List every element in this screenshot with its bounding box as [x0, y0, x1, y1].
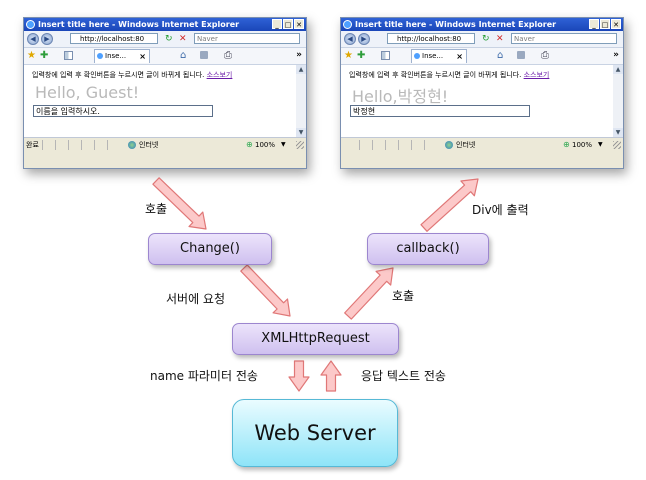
tab-page-icon [97, 53, 103, 59]
web-server-box: Web Server [232, 399, 398, 467]
arrow-xhr-to-callback [344, 267, 394, 320]
xmlhttprequest-box: XMLHttpRequest [232, 323, 399, 355]
arrow-callback-to-window [420, 178, 479, 232]
ie-logo-icon [343, 20, 352, 29]
title-bar: Insert title here - Windows Internet Exp… [24, 18, 306, 31]
favorites-star-icon[interactable]: ★ [344, 50, 353, 61]
resize-grip-icon[interactable] [613, 141, 621, 149]
search-input[interactable]: Naver [194, 33, 300, 44]
call-label-1: 호출 [145, 202, 168, 216]
ie-logo-icon [26, 20, 35, 29]
address-bar: ◀ ▶ http://localhost:80 ↻ ✕ Naver [24, 31, 306, 48]
zone-text: 인터넷 [139, 141, 159, 149]
source-link[interactable]: 소스보기 [523, 71, 550, 79]
zoom-dropdown-icon[interactable]: ▼ [281, 141, 286, 148]
favorites-bar: ★ ✚ Inse... × ⌂ ⎙ » [341, 48, 623, 65]
response-text-label: 응답 텍스트 전송 [361, 369, 446, 383]
name-input[interactable]: 이름을 입력하시오. [33, 105, 213, 117]
add-favorite-icon[interactable]: ✚ [40, 50, 49, 61]
output-label: Div에 출력 [472, 203, 529, 217]
arrow-server-to-xhr [320, 360, 342, 392]
maximize-button[interactable]: □ [283, 19, 293, 29]
stop-icon[interactable]: ✕ [179, 34, 187, 44]
tab-label: Inse... [422, 52, 444, 60]
description-text: 입력창에 입력 후 확인버튼을 누르시면 글이 바뀌게 됩니다. 소스보기 [349, 71, 550, 79]
zoom-text[interactable]: 100% [572, 141, 593, 149]
greeting-text: Hello, Guest! [35, 83, 140, 102]
scroll-up-button[interactable]: ▲ [296, 65, 306, 74]
minimize-button[interactable]: _ [272, 19, 282, 29]
source-link[interactable]: 소스보기 [206, 71, 233, 79]
request-label: 서버에 요청 [166, 292, 226, 306]
description-text: 입력창에 입력 후 확인버튼을 누르시면 글이 바뀌게 됩니다. 소스보기 [32, 71, 233, 79]
resize-grip-icon[interactable] [296, 141, 304, 149]
name-input[interactable]: 박정현 [350, 105, 530, 117]
add-favorite-icon[interactable]: ✚ [357, 50, 366, 61]
favorites-star-icon[interactable]: ★ [27, 50, 36, 61]
page-content: 입력창에 입력 후 확인버튼을 누르시면 글이 바뀌게 됩니다. 소스보기 He… [24, 65, 306, 137]
status-bar: 완료 인터넷 ⊕ 100% ▼ [24, 137, 306, 153]
callback-function-box: callback() [367, 233, 489, 265]
window-title: Insert title here - Windows Internet Exp… [38, 20, 240, 29]
home-icon[interactable]: ⌂ [180, 50, 187, 61]
tab-label: Inse... [105, 52, 127, 60]
tab-page-icon [414, 53, 420, 59]
scroll-down-button[interactable]: ▼ [296, 128, 306, 137]
forward-icon[interactable]: ▶ [358, 33, 370, 45]
print-icon[interactable]: ⎙ [541, 50, 549, 61]
zoom-dropdown-icon[interactable]: ▼ [598, 141, 603, 148]
home-icon[interactable]: ⌂ [497, 50, 504, 61]
print-icon[interactable]: ⎙ [224, 50, 232, 61]
zoom-icon[interactable]: ⊕ [246, 140, 253, 149]
back-icon[interactable]: ◀ [27, 33, 39, 45]
scroll-up-button[interactable]: ▲ [613, 65, 623, 74]
window-title: Insert title here - Windows Internet Exp… [355, 20, 557, 29]
back-icon[interactable]: ◀ [344, 33, 356, 45]
scroll-down-button[interactable]: ▼ [613, 128, 623, 137]
quick-tabs-icon[interactable] [64, 51, 73, 60]
refresh-icon[interactable]: ↻ [482, 34, 490, 44]
feed-icon[interactable] [200, 51, 208, 59]
arrow-change-to-xhr [240, 264, 291, 317]
forward-icon[interactable]: ▶ [41, 33, 53, 45]
more-icon[interactable]: » [296, 50, 302, 60]
browser-tab[interactable]: Inse... × [94, 49, 150, 63]
zoom-text[interactable]: 100% [255, 141, 276, 149]
refresh-icon[interactable]: ↻ [165, 34, 173, 44]
greeting-text: Hello,박정현! [352, 87, 449, 106]
status-bar: 인터넷 ⊕ 100% ▼ [341, 137, 623, 153]
stop-icon[interactable]: ✕ [496, 34, 504, 44]
internet-zone-icon [128, 141, 136, 149]
favorites-bar: ★ ✚ Inse... × ⌂ ⎙ » [24, 48, 306, 65]
send-parameter-label: name 파라미터 전송 [150, 369, 258, 383]
page-content: 입력창에 입력 후 확인버튼을 누르시면 글이 바뀌게 됩니다. 소스보기 He… [341, 65, 623, 137]
browser-window-after: Insert title here - Windows Internet Exp… [340, 17, 624, 169]
arrow-xhr-to-server [288, 360, 310, 392]
more-icon[interactable]: » [613, 50, 619, 60]
minimize-button[interactable]: _ [589, 19, 599, 29]
zoom-icon[interactable]: ⊕ [563, 140, 570, 149]
close-button[interactable]: ✕ [611, 19, 621, 29]
quick-tabs-icon[interactable] [381, 51, 390, 60]
close-button[interactable]: ✕ [294, 19, 304, 29]
change-function-box: Change() [148, 233, 272, 265]
arrow-window-to-change [152, 177, 207, 230]
address-bar: ◀ ▶ http://localhost:80 ↻ ✕ Naver [341, 31, 623, 48]
search-input[interactable]: Naver [511, 33, 617, 44]
url-input[interactable]: http://localhost:80 [70, 33, 158, 44]
browser-tab[interactable]: Inse... × [411, 49, 467, 63]
feed-icon[interactable] [517, 51, 525, 59]
title-bar: Insert title here - Windows Internet Exp… [341, 18, 623, 31]
url-input[interactable]: http://localhost:80 [387, 33, 475, 44]
call-label-2: 호출 [392, 289, 415, 303]
maximize-button[interactable]: □ [600, 19, 610, 29]
internet-zone-icon [445, 141, 453, 149]
browser-window-before: Insert title here - Windows Internet Exp… [23, 17, 307, 169]
tab-close-icon[interactable]: × [139, 52, 146, 61]
tab-close-icon[interactable]: × [456, 52, 463, 61]
zone-text: 인터넷 [456, 141, 476, 149]
status-text: 완료 [26, 141, 39, 149]
